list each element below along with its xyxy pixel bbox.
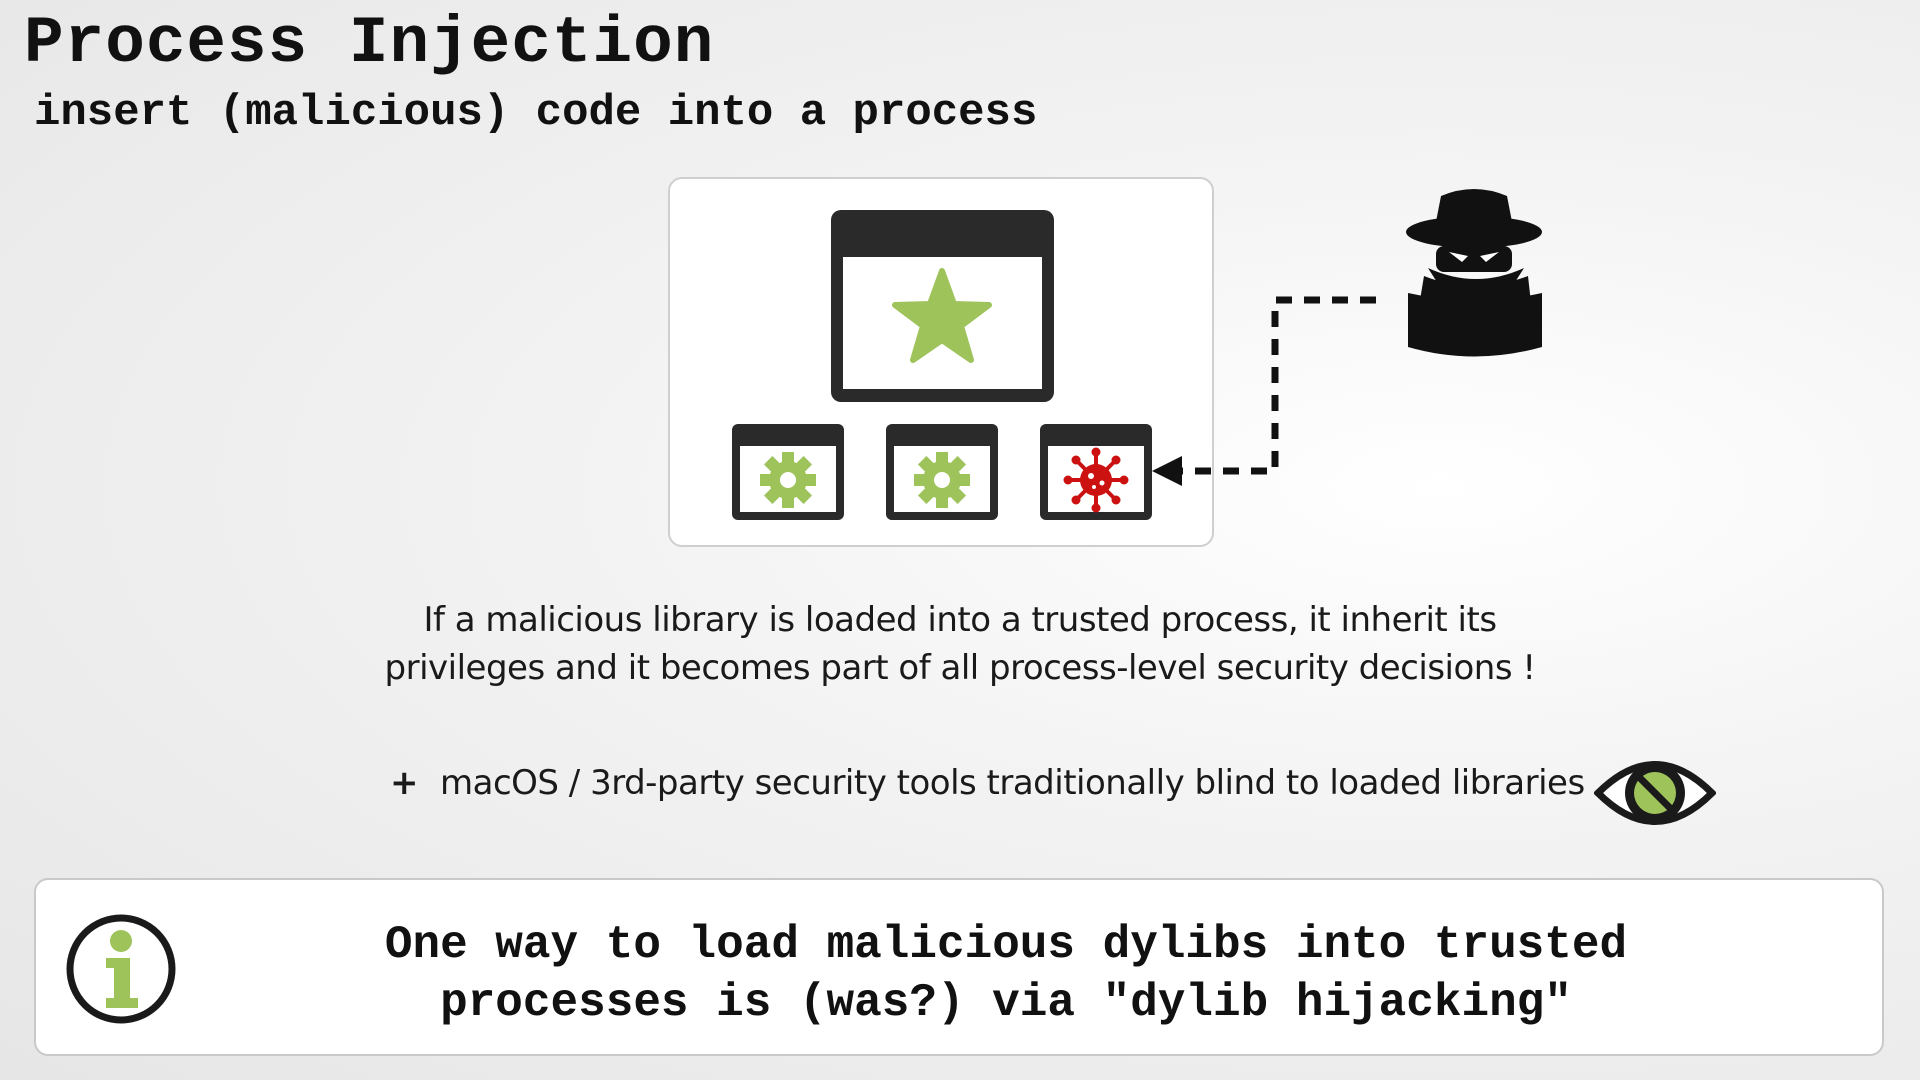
- caption-line-1: If a malicious library is loaded into a …: [423, 600, 1497, 640]
- slide-subtitle: insert (malicious) code into a process: [34, 88, 1038, 138]
- process-diagram-panel: [668, 177, 1214, 547]
- blind-eye-icon: [1594, 761, 1716, 825]
- info-line-1: One way to load malicious dylibs into tr…: [384, 919, 1628, 971]
- note-bullet: +: [390, 763, 419, 803]
- info-callout: One way to load malicious dylibs into tr…: [34, 878, 1884, 1056]
- spy-icon: [1406, 189, 1542, 357]
- info-icon: [66, 914, 176, 1024]
- caption-line-2: privileges and it becomes part of all pr…: [384, 648, 1536, 688]
- info-line-2: processes is (was?) via "dylib hijacking…: [440, 977, 1572, 1029]
- slide-title: Process Injection: [24, 6, 715, 81]
- info-text: One way to load malicious dylibs into tr…: [266, 916, 1746, 1032]
- note-text: macOS / 3rd-party security tools traditi…: [440, 763, 1585, 803]
- note-row: + macOS / 3rd-party security tools tradit…: [390, 763, 1585, 803]
